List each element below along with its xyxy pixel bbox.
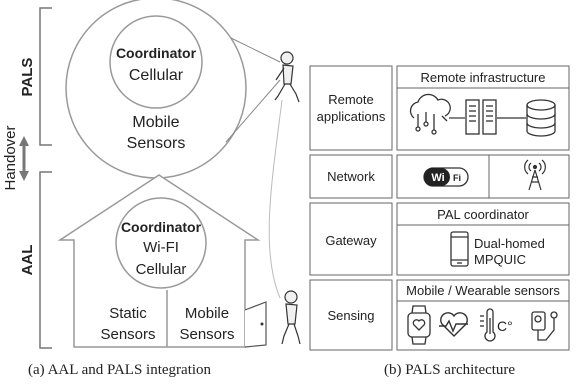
temp-unit-text: C° — [497, 318, 513, 334]
row-sensing: Sensing Mobile / Wearable sensors C° — [309, 279, 570, 351]
aal-cellular-text: Cellular — [136, 261, 187, 278]
pals-circle: Coordinator Cellular Mobile Sensors — [65, 0, 247, 179]
handover-label: Handover — [2, 125, 19, 190]
dual-homed-text: Dual-homed — [474, 236, 545, 251]
row-remote: Remote applications Remote infrastructur… — [309, 65, 570, 151]
aal-wifi-text: Wi-FI — [143, 239, 179, 256]
wearable-header: Mobile / Wearable sensors — [406, 283, 560, 298]
remote-label-2: applications — [317, 109, 386, 124]
pals-label: PALS — [19, 58, 36, 97]
row-network: Network Wi Fi — [309, 154, 570, 199]
database-icon — [526, 99, 556, 137]
static-sensors-text-1: Static — [109, 305, 147, 322]
walking-person-icon — [274, 51, 300, 103]
wifi-badge-text-2: Fi — [453, 173, 461, 183]
door-icon — [244, 301, 267, 348]
static-sensors-text-2: Sensors — [100, 326, 155, 343]
mobile-sensors-text-1: Mobile — [185, 305, 229, 322]
remote-infra-header: Remote infrastructure — [421, 70, 546, 85]
wifi-badge-text: Wi — [431, 172, 444, 184]
network-label: Network — [327, 169, 375, 184]
gateway-label: Gateway — [325, 233, 377, 248]
right-caption: (b) PALS architecture — [384, 362, 516, 378]
walking-person-icon-2 — [281, 290, 301, 345]
aal-bracket: AAL — [19, 171, 52, 349]
mpquic-text: MPQUIC — [474, 252, 526, 267]
wifi-icon: Wi Fi — [423, 167, 469, 187]
aal-label: AAL — [19, 245, 36, 276]
smartwatch-icon — [407, 305, 431, 345]
left-caption: (a) AAL and PALS integration — [28, 362, 212, 378]
aal-house: Coordinator Wi-FI Cellular Static Sensor… — [57, 174, 261, 348]
cell-tower-icon — [524, 159, 546, 191]
figure-canvas: PALS AAL Handover Coordinator Cellular M… — [2, 0, 570, 351]
smartphone-icon — [450, 231, 469, 267]
server-icon — [465, 99, 497, 135]
handover-arrow: Handover — [2, 125, 29, 191]
remote-label-1: Remote — [328, 92, 374, 107]
sensing-label: Sensing — [328, 308, 375, 323]
cloud-icon — [409, 93, 451, 135]
pals-coordinator-text: Coordinator — [116, 45, 197, 61]
thermometer-icon — [480, 308, 496, 342]
row-gateway: Gateway PAL coordinator Dual-homed MPQUI… — [309, 202, 570, 276]
mobile-sensors-text-2: Sensors — [179, 326, 234, 343]
blood-pressure-icon — [531, 311, 558, 341]
pal-coordinator-header: PAL coordinator — [437, 207, 529, 222]
heart-rate-icon — [439, 312, 468, 337]
pals-bracket: PALS — [19, 7, 52, 146]
pals-mobile-text: Mobile — [132, 114, 179, 131]
pals-network-text: Cellular — [129, 67, 184, 84]
pals-sensors-text: Sensors — [127, 135, 186, 152]
aal-coordinator-text: Coordinator — [121, 219, 202, 235]
